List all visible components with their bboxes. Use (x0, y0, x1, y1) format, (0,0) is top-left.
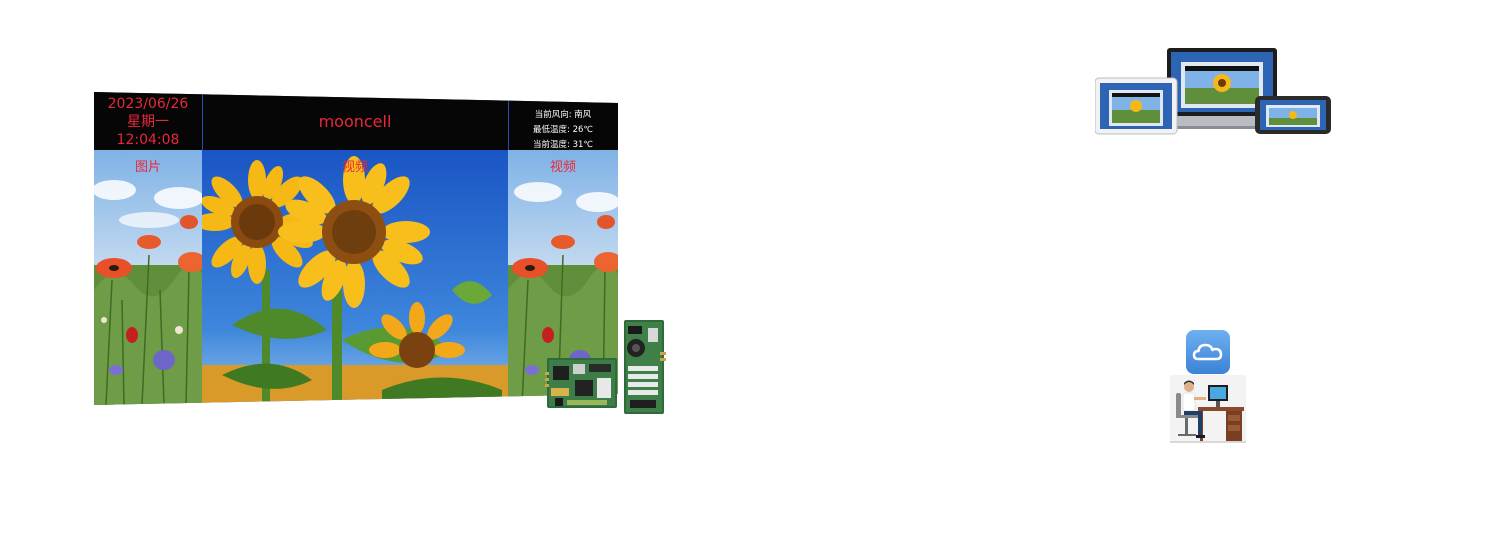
panel-label-video-main: 视频 (341, 160, 368, 175)
led-weather-info: 当前风向: 南风 最低温度: 26℃ 当前温度: 31℃ (508, 108, 618, 153)
cloud-icon (1186, 330, 1230, 374)
panel-label-video-side: 视频 (549, 160, 576, 175)
led-current-temp: 当前温度: 31℃ (533, 140, 593, 150)
led-date: 2023/06/26 (107, 96, 189, 112)
circuit-board-icon (545, 358, 617, 408)
led-time: 12:04:08 (116, 132, 180, 148)
led-divider (202, 92, 203, 150)
flower-field-image (94, 150, 202, 405)
sunflower-video-image (202, 150, 508, 405)
panel-label-image: 图片 (134, 160, 161, 175)
led-brand-text: mooncell (318, 112, 392, 131)
led-panel-video-main: 视频 (202, 150, 508, 405)
led-weekday: 星期一 (127, 114, 169, 130)
led-wind: 当前风向: 南风 (534, 110, 592, 120)
led-header-bar: 2023/06/26 星期一 12:04:08 mooncell 当前风向: 南… (94, 92, 618, 150)
circuit-board-icon (624, 320, 666, 414)
person-at-computer-icon (1170, 375, 1246, 443)
led-panel-image: 图片 (94, 150, 202, 405)
led-display-screen: 2023/06/26 星期一 12:04:08 mooncell 当前风向: 南… (94, 92, 618, 405)
led-datetime: 2023/06/26 星期一 12:04:08 (94, 95, 202, 149)
led-low-temp: 最低温度: 26℃ (533, 125, 593, 135)
led-divider (508, 92, 509, 150)
laptop-tablet-phone-icon (1095, 48, 1331, 135)
